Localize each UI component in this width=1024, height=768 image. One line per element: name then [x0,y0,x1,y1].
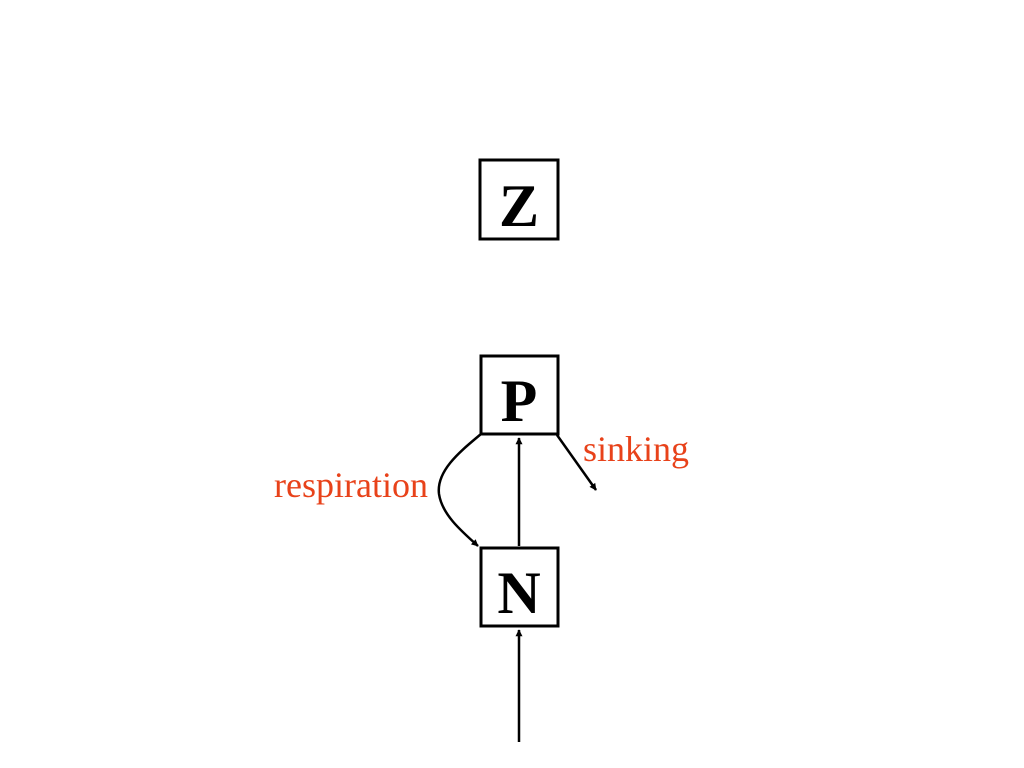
node-n: N [479,546,560,628]
label-sinking: sinking [583,429,689,469]
node-p-box [479,354,560,436]
node-z-label: Z [499,173,539,239]
arrow-sinking [555,434,598,491]
label-respiration: respiration [274,465,428,505]
node-n-box [479,546,560,628]
node-n-label: N [497,560,540,626]
node-z: Z [478,158,560,241]
arrow-respiration [437,433,482,547]
node-p: P [479,354,560,436]
node-p-label: P [501,368,538,434]
node-z-box [478,158,560,241]
